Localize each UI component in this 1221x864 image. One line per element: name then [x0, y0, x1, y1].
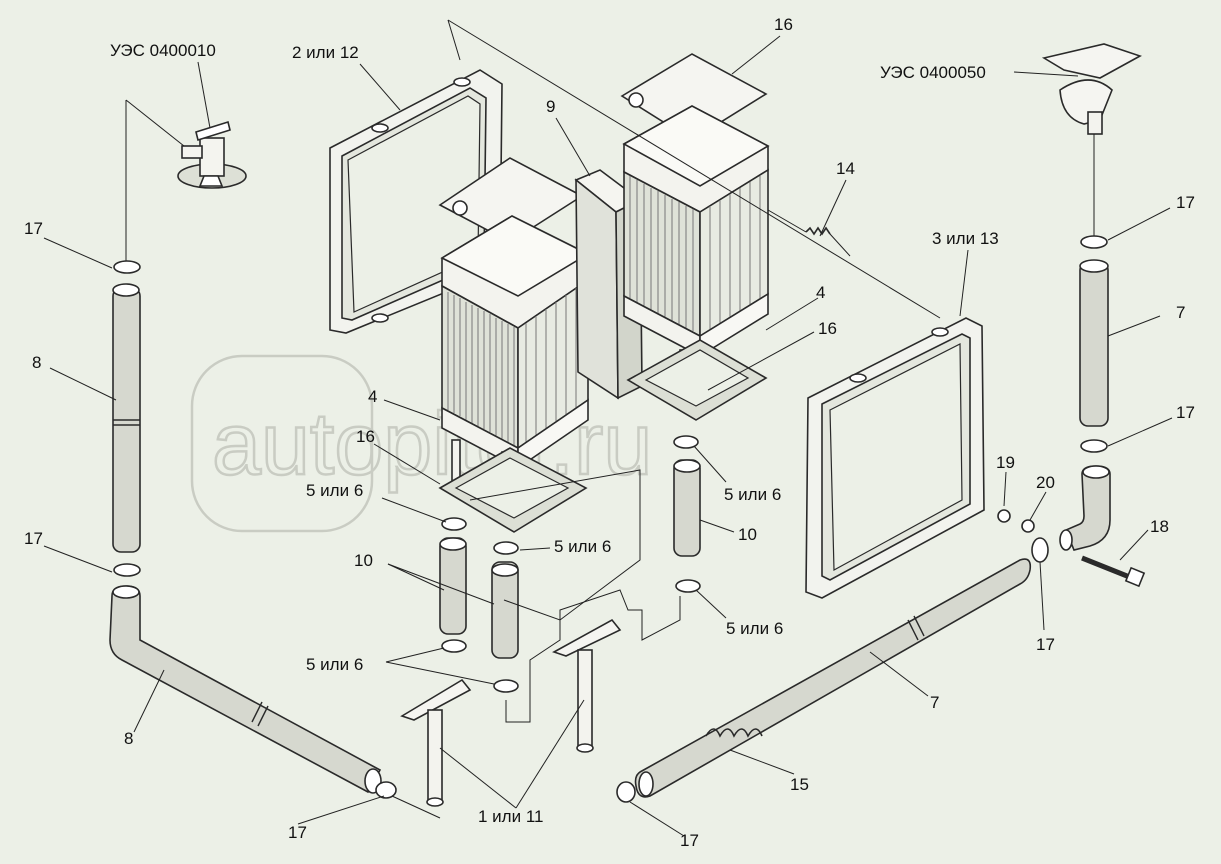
label-ues-0400050: УЭС 0400050 — [880, 63, 986, 82]
label-5-or-6: 5 или 6 — [554, 537, 611, 556]
hose-clamp — [616, 781, 636, 803]
label-2-or-12: 2 или 12 — [292, 43, 359, 62]
label-5-or-6: 5 или 6 — [726, 619, 783, 638]
label-5-or-6: 5 или 6 — [724, 485, 781, 504]
hose-clamp — [1080, 439, 1108, 453]
hose-7-vertical — [1079, 261, 1109, 427]
short-hoses — [439, 435, 701, 693]
label-7: 7 — [1176, 303, 1185, 322]
connecting-pipes — [400, 469, 681, 807]
hose-clamp — [113, 260, 141, 274]
label-16-top: 16 — [774, 15, 793, 34]
spring — [767, 209, 851, 257]
left-radiator-core — [438, 157, 590, 533]
label-17: 17 — [1176, 403, 1195, 422]
label-4: 4 — [816, 283, 825, 302]
part-labels: УЭС 0400010 2 или 12 16 УЭС 0400050 9 14… — [24, 15, 1195, 850]
label-17: 17 — [1036, 635, 1055, 654]
hose-8-lower — [109, 585, 382, 794]
label-7: 7 — [930, 693, 939, 712]
label-18: 18 — [1150, 517, 1169, 536]
label-8: 8 — [124, 729, 133, 748]
label-17: 17 — [24, 219, 43, 238]
label-16: 16 — [356, 427, 375, 446]
label-19: 19 — [996, 453, 1015, 472]
hose-clamp — [113, 563, 141, 577]
label-14: 14 — [836, 159, 855, 178]
hose-clamp — [1080, 235, 1108, 249]
right-hose-assembly — [997, 43, 1146, 588]
left-hose-assembly — [109, 100, 441, 819]
right-radiator-core — [620, 53, 770, 421]
label-17: 17 — [1176, 193, 1195, 212]
leader-lines — [43, 35, 1173, 837]
label-5-or-6: 5 или 6 — [306, 655, 363, 674]
label-16: 16 — [818, 319, 837, 338]
drain-valve — [177, 120, 247, 189]
hose-7-long — [616, 558, 1032, 803]
label-8: 8 — [32, 353, 41, 372]
label-10: 10 — [738, 525, 757, 544]
label-4: 4 — [368, 387, 377, 406]
label-15: 15 — [790, 775, 809, 794]
hose-clamp — [1031, 537, 1049, 563]
label-1-or-11: 1 или 11 — [478, 807, 543, 826]
hose-clamp — [375, 781, 397, 799]
label-5-or-6: 5 или 6 — [306, 481, 363, 500]
label-20: 20 — [1036, 473, 1055, 492]
label-ues-0400010: УЭС 0400010 — [110, 41, 216, 60]
right-frame — [805, 317, 985, 599]
label-17: 17 — [24, 529, 43, 548]
label-17: 17 — [680, 831, 699, 850]
label-10: 10 — [354, 551, 373, 570]
label-17: 17 — [288, 823, 307, 842]
label-9: 9 — [546, 97, 555, 116]
label-3-or-13: 3 или 13 — [932, 229, 999, 248]
